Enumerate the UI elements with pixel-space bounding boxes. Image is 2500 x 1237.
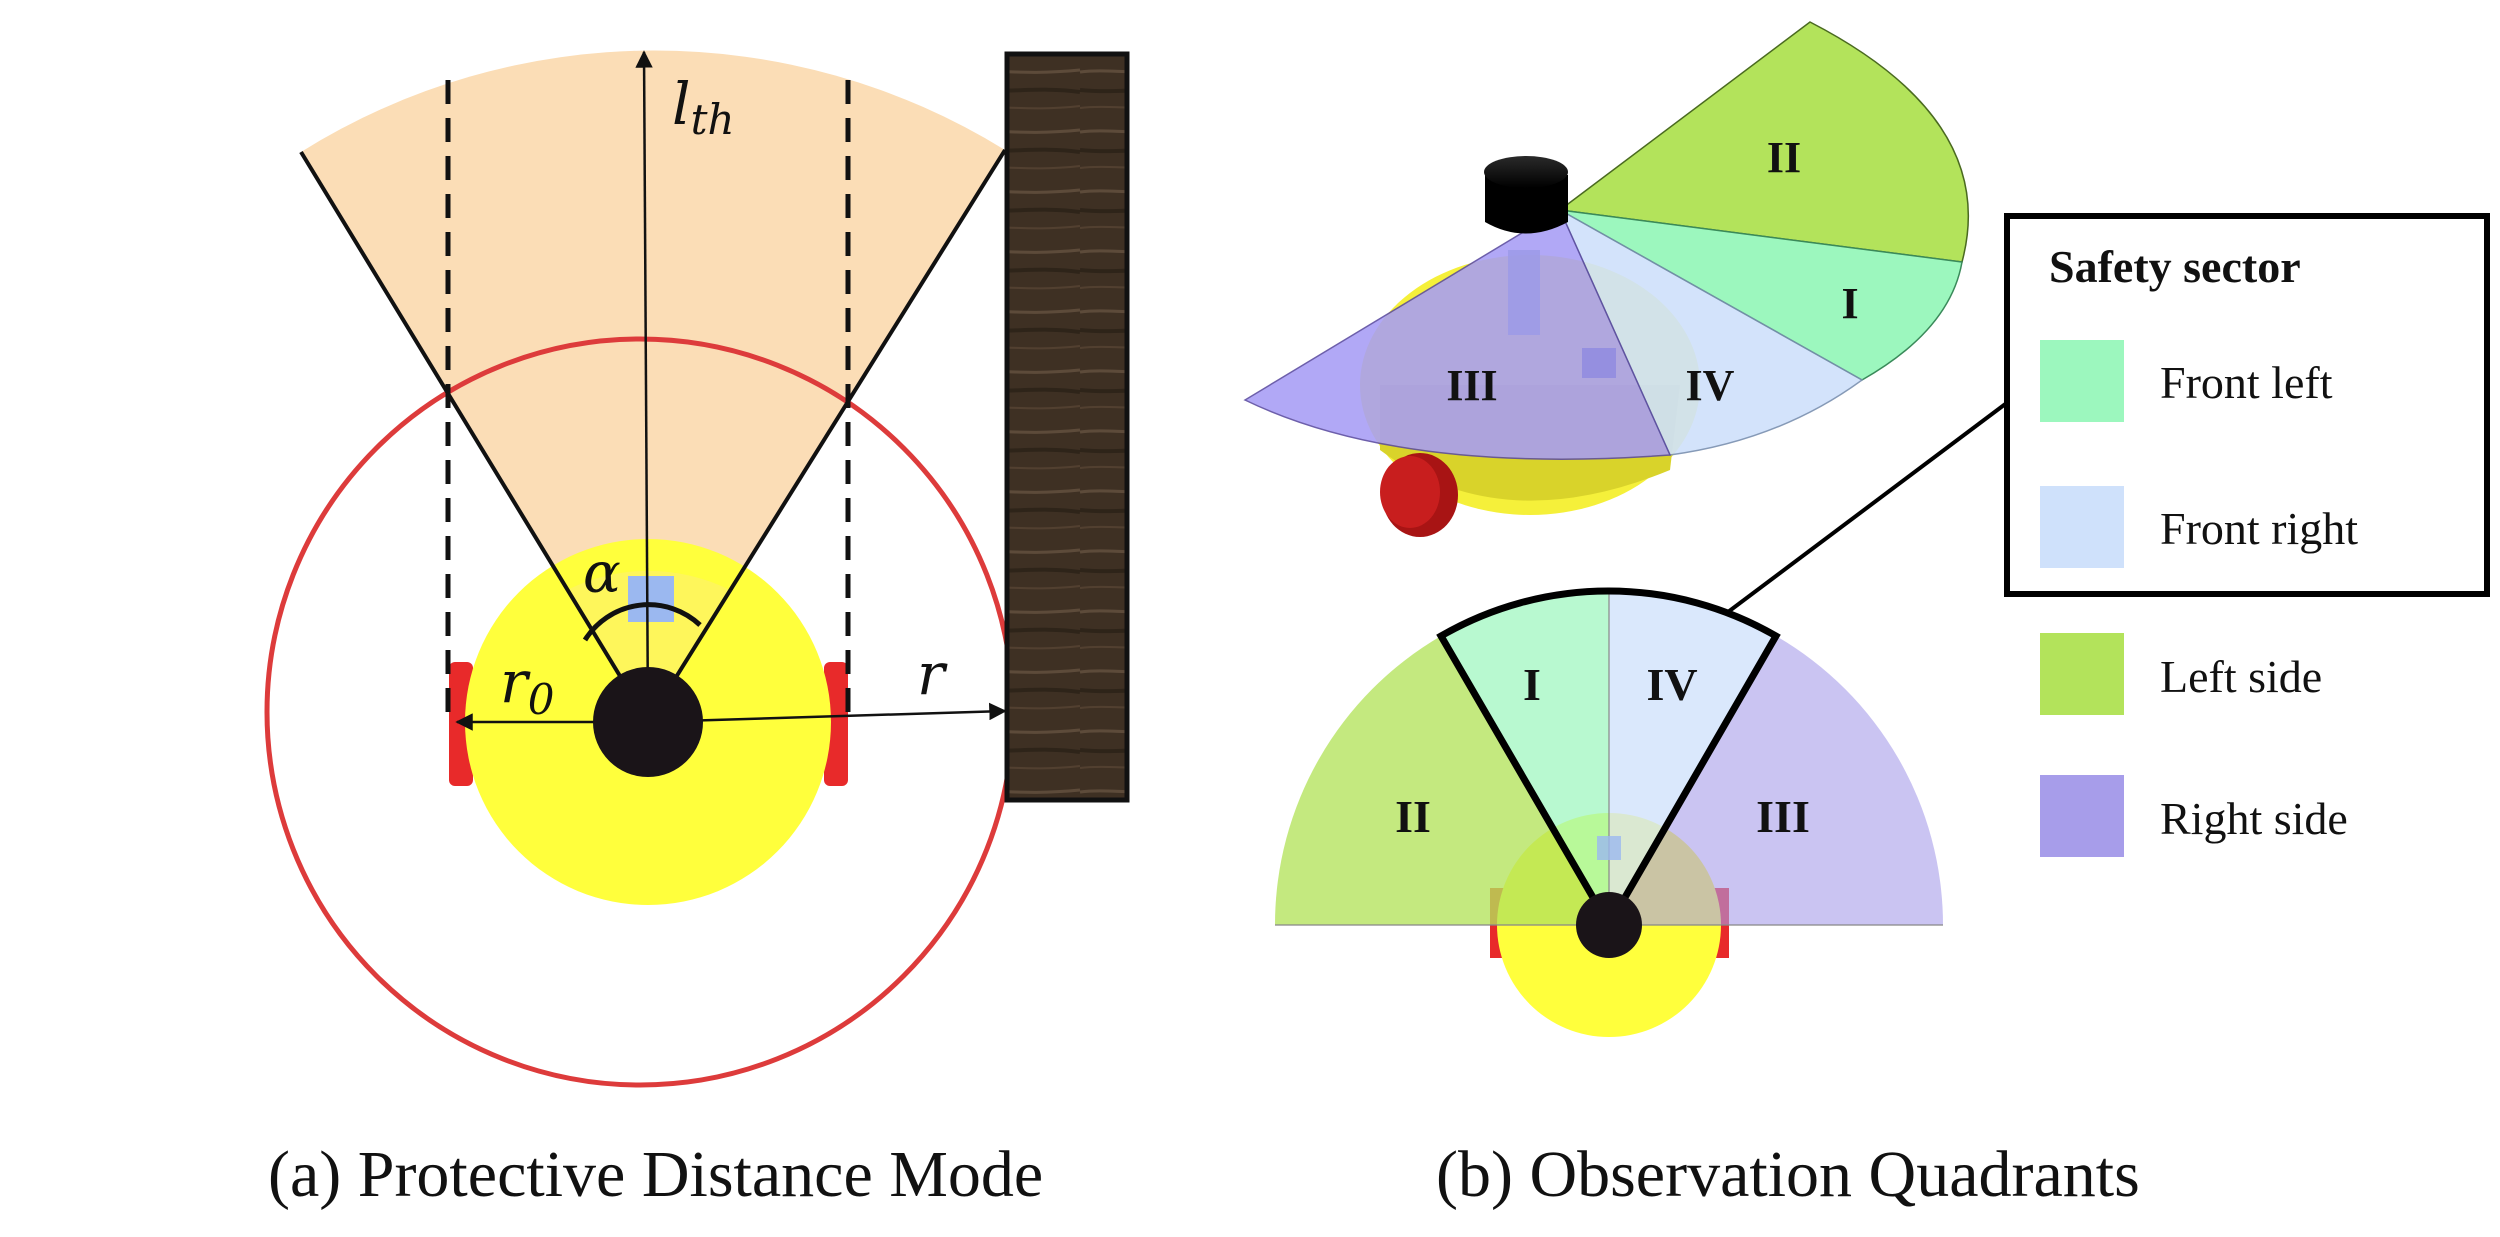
panel-protective-distance: lth α r0 r xyxy=(264,50,1130,1088)
sector-3d-label-IV: IV xyxy=(1686,361,1735,410)
label-lth: lth xyxy=(672,70,735,144)
legend-swatch-left-side xyxy=(2040,633,2124,715)
label-r0: r0 xyxy=(500,648,554,724)
sector-3d-left-side xyxy=(1558,21,1970,263)
sector-3d-label-III: III xyxy=(1446,361,1497,410)
cone-edge-right xyxy=(646,148,1007,724)
top-sector-label-III: III xyxy=(1756,791,1810,842)
legend-swatch-front-right xyxy=(2040,486,2124,568)
robot-core xyxy=(593,667,703,777)
legend-label-front-left: Front left xyxy=(2160,357,2333,408)
legend-swatch-right-side xyxy=(2040,775,2124,857)
panel-top-view: I IV II III xyxy=(1274,400,2010,1037)
legend-connector xyxy=(1726,400,2010,614)
legend-label-left-side: Left side xyxy=(2160,651,2322,702)
wheel-3d-face xyxy=(1380,456,1440,528)
top-sector-label-I: I xyxy=(1523,659,1541,710)
label-alpha: α xyxy=(583,541,621,606)
label-r: r xyxy=(917,640,948,708)
sector-3d-label-I: I xyxy=(1841,279,1858,328)
alpha-arc xyxy=(582,602,702,642)
right-wheel xyxy=(824,662,848,786)
caption-panel-a: (a) Protective Distance Mode xyxy=(268,1138,1044,1211)
top-sensor-icon xyxy=(1597,836,1621,860)
wall-obstacle xyxy=(1004,51,1130,803)
sector-3d-front-left xyxy=(1559,209,1963,381)
legend-title: Safety sector xyxy=(2049,241,2301,292)
lidar-3d-top xyxy=(1484,156,1568,188)
sector-3d-label-II: II xyxy=(1767,133,1801,182)
sector-3d-front-right xyxy=(1558,208,1864,456)
legend-swatch-front-left xyxy=(2040,340,2124,422)
top-sector-left-side xyxy=(1274,636,1609,925)
legend-label-right-side: Right side xyxy=(2160,793,2348,844)
sensor-block-3d xyxy=(1582,348,1616,378)
safety-sector-outline xyxy=(1436,587,1781,932)
top-sector-label-IV: IV xyxy=(1646,659,1697,710)
top-robot-core xyxy=(1576,892,1642,958)
safety-sector-legend: Safety sector Front left Front right Lef… xyxy=(2004,213,2490,857)
top-sector-label-II: II xyxy=(1395,791,1431,842)
r-arrow xyxy=(647,702,1007,724)
sector-3d-right-side xyxy=(1243,208,1672,460)
top-sector-front-left xyxy=(1441,590,1609,925)
lth-arrow xyxy=(635,50,653,723)
sensing-cone xyxy=(301,50,1005,723)
sensor-pole-3d xyxy=(1508,250,1540,335)
legend-label-front-right: Front right xyxy=(2160,503,2358,554)
cone-edge-left xyxy=(299,150,650,724)
top-sector-front-right xyxy=(1609,591,1776,925)
top-sector-right-side xyxy=(1609,636,1943,925)
legend-highlight-box xyxy=(2004,213,2490,597)
panel-3d-view: II I IV III xyxy=(1243,21,1970,537)
caption-panel-b: (b) Observation Quadrants xyxy=(1436,1138,2140,1211)
sensor-icon xyxy=(628,576,674,622)
lidar-3d xyxy=(1485,175,1568,234)
